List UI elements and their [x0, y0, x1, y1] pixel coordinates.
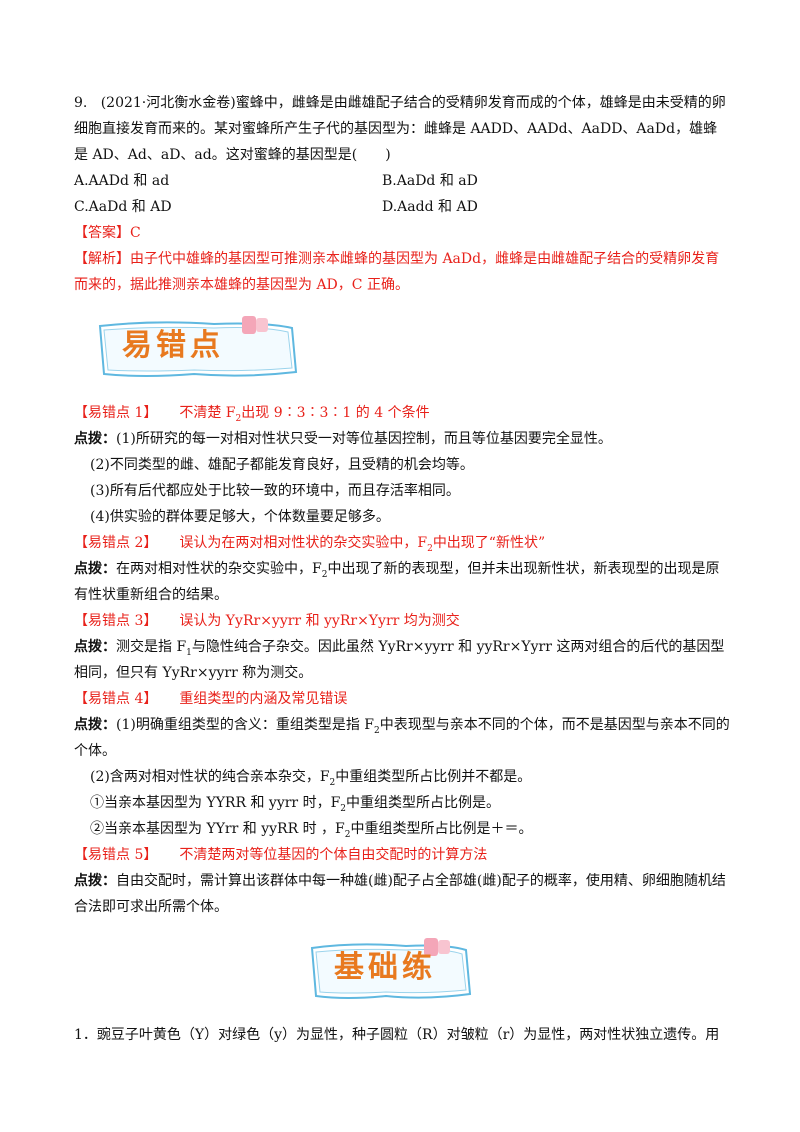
question-1: 1．豌豆子叶黄色（Y）对绿色（y）为显性，种子圆粒（R）对皱粒（r）为显性，两对…	[74, 1027, 720, 1043]
error-point-1-line-2: (2)不同类型的雌、雄配子都能发育良好，且受精的机会均等。	[90, 457, 474, 473]
option-c: C.AaDd 和 AD	[74, 199, 172, 215]
error-point-4-line-3: ①当亲本基因型为 YYRR 和 yyrr 时，F2中重组类型所占比例是。	[90, 795, 501, 814]
error-point-5-heading: 【易错点 5】不清楚两对等位基因的个体自由交配时的计算方法	[74, 847, 488, 863]
banner-jichulian: 基础练	[306, 938, 730, 1004]
option-b: B.AaDd 和 aD	[382, 173, 478, 189]
error-point-4-tip: 点拨：(1)明确重组类型的含义：重组类型是指 F2中表现型与亲本不同的个体，而不…	[74, 717, 730, 759]
banner-yicuodian: 易错点	[94, 316, 730, 382]
error-point-4-line-4: ②当亲本基因型为 YYrr 和 yyRR 时 ，F2中重组类型所占比例是＋＝。	[90, 821, 533, 840]
question-options: A.AADd 和 ad B.AaDd 和 aD C.AaDd 和 AD D.Aa…	[74, 168, 730, 220]
error-point-4-line-2: (2)含两对相对性状的纯合亲本杂交，F2中重组类型所占比例并不都是。	[90, 769, 532, 788]
option-d: D.Aadd 和 AD	[382, 199, 478, 215]
answer-line: 【答案】C	[74, 225, 141, 241]
error-point-2-heading: 【易错点 2】误认为在两对相对性状的杂交实验中，F2中出现了“新性状”	[74, 535, 546, 554]
error-point-3-heading: 【易错点 3】误认为 YyRr×yyrr 和 yyRr×Yyrr 均为测交	[74, 613, 460, 629]
banner-title-2: 基础练	[334, 950, 436, 985]
error-point-1-line-3: (3)所有后代都应处于比较一致的环境中，而且存活率相同。	[90, 483, 460, 499]
banner-title: 易错点	[122, 328, 224, 363]
analysis-line: 【解析】由子代中雄蜂的基因型可推测亲本雌蜂的基因型为 AaDd，雌蜂是由雌雄配子…	[74, 251, 720, 293]
question-9: 9. (2021·河北衡水金卷)蜜蜂中，雌蜂是由雌雄配子结合的受精卵发育而成的个…	[74, 95, 726, 163]
banner-frame-icon	[98, 316, 298, 377]
error-point-1-heading: 【易错点 1】不清楚 F2出现 9∶3∶3∶1 的 4 个条件	[74, 405, 430, 424]
error-point-3-tip: 点拨：测交是指 F1与隐性纯合子杂交。因此虽然 YyRr×yyrr 和 yyRr…	[74, 639, 725, 681]
banner-frame-icon-2	[310, 938, 472, 999]
error-point-1-line-4: (4)供实验的群体要足够大，个体数量要足够多。	[90, 509, 390, 525]
option-a: A.AADd 和 ad	[74, 173, 170, 189]
error-point-1-tip: 点拨：(1)所研究的每一对相对性状只受一对等位基因控制，而且等位基因要完全显性。	[74, 431, 612, 447]
document-page: 9. (2021·河北衡水金卷)蜜蜂中，雌蜂是由雌雄配子结合的受精卵发育而成的个…	[74, 90, 730, 1048]
error-point-2-tip: 点拨：在两对相对性状的杂交实验中，F2中出现了新的表现型，但并未出现新性状，新表…	[74, 561, 720, 603]
error-point-5-tip: 点拨：自由交配时，需计算出该群体中每一种雄(雌)配子占全部雄(雌)配子的概率，使…	[74, 873, 726, 915]
error-point-4-heading: 【易错点 4】重组类型的内涵及常见错误	[74, 691, 348, 707]
